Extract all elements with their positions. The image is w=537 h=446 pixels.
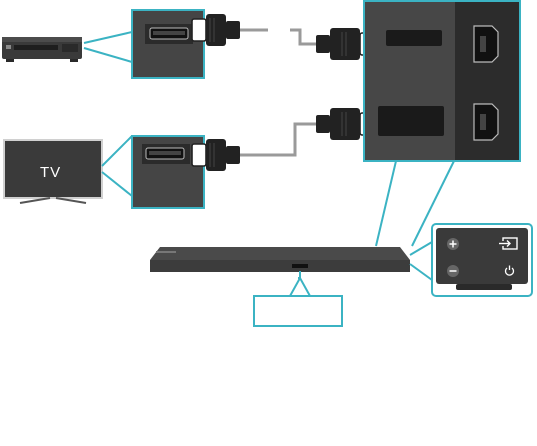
tv-label: TV <box>40 164 61 181</box>
minus-icon[interactable] <box>447 265 459 277</box>
soundbar-buttons-callout <box>431 223 533 297</box>
input-source-icon[interactable] <box>499 237 518 250</box>
tv-icon: TV <box>3 139 103 204</box>
buttons-callout-line <box>409 241 433 256</box>
front-display-callout <box>253 295 343 327</box>
hdmi-cable-top <box>191 14 375 60</box>
soundbar-rear-panel-callout <box>363 0 521 162</box>
hdmi-out-socket-icon <box>473 103 499 141</box>
power-icon[interactable] <box>504 265 515 276</box>
bluray-player-icon <box>2 37 82 62</box>
plus-icon[interactable] <box>447 238 459 250</box>
soundbar-callout-line <box>375 160 397 247</box>
soundbar-icon <box>150 247 410 272</box>
hdmi-cable-bottom <box>191 108 375 171</box>
tv-callout-line <box>101 135 133 167</box>
device-callout-line <box>83 31 133 44</box>
hdmi-in-socket-icon <box>473 25 499 63</box>
